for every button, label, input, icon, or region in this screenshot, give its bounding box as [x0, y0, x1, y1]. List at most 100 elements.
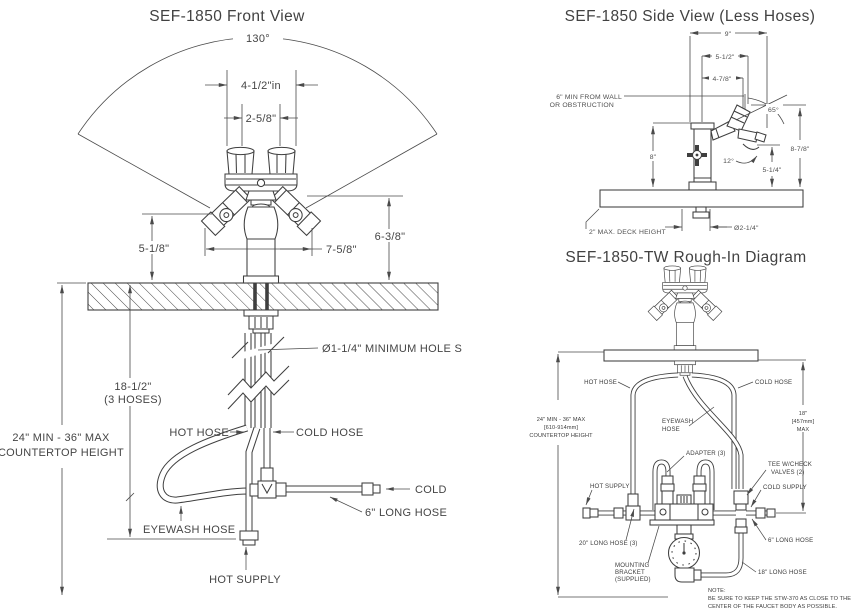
dim-9: 9" [689, 28, 768, 39]
dim-8: 8" [647, 126, 660, 187]
faucet-side [687, 104, 767, 191]
rough-cold-hose [691, 372, 737, 489]
label-cold-hose: COLD HOSE [296, 427, 364, 439]
ri-label-bracket: MOUNTING [615, 562, 649, 569]
ri-label-hot-hose: HOT HOSE [584, 379, 617, 386]
svg-text:4-1/2"in: 4-1/2"in [241, 80, 281, 92]
svg-text:COUNTERTOP HEIGHT: COUNTERTOP HEIGHT [529, 433, 593, 439]
label-six-inch-hose: 6" LONG HOSE [365, 507, 447, 519]
svg-text:6" MIN FROM WALL: 6" MIN FROM WALL [556, 94, 622, 101]
svg-text:[610-914mm]: [610-914mm] [544, 425, 578, 431]
ri-label-hose18: 18" LONG HOSE [758, 569, 807, 576]
svg-text:VALVES (2): VALVES (2) [771, 469, 804, 476]
rough-in-view: SEF-1850-TW Rough-In Diagram [529, 249, 851, 610]
svg-text:9": 9" [725, 31, 732, 38]
eyewash-hose-loop [156, 424, 249, 504]
svg-text:6-3/8": 6-3/8" [375, 231, 406, 243]
svg-text:4-7/8": 4-7/8" [712, 76, 731, 83]
svg-text:Ø1-1/4" MINIMUM HOLE S: Ø1-1/4" MINIMUM HOLE S [322, 343, 462, 355]
hole-size-callout: Ø1-1/4" MINIMUM HOLE S [257, 343, 462, 355]
rough-18-hose [700, 533, 744, 578]
svg-text:COUNTERTOP HEIGHT: COUNTERTOP HEIGHT [0, 447, 124, 459]
ri-label-hose20: 20" LONG HOSE (3) [579, 540, 638, 547]
faucet-rough-in [647, 265, 723, 351]
svg-text:BRACKET: BRACKET [615, 569, 645, 576]
front-view: SEF-1850 Front View 130° 4-1/2"in 2-5/8" [0, 8, 462, 596]
svg-text:18": 18" [799, 411, 808, 417]
dim-spray-angle: 130° [246, 33, 270, 45]
svg-text:18-1/2": 18-1/2" [114, 381, 151, 393]
svg-text:12°: 12° [723, 157, 734, 165]
svg-text:[457mm]: [457mm] [792, 419, 815, 425]
front-view-title: SEF-1850 Front View [149, 8, 305, 25]
dim-width-outer: 4-1/2"in [205, 70, 318, 146]
check-valve-tee [733, 490, 749, 505]
ri-label-cold-hose: COLD HOSE [755, 379, 792, 386]
pipe-break-lower [227, 365, 290, 410]
rough-fittings [582, 475, 776, 534]
svg-text:(SUPPLIED): (SUPPLIED) [615, 576, 651, 583]
svg-text:Ø2-1/4": Ø2-1/4" [734, 225, 759, 232]
tee-fitting-front [239, 467, 381, 546]
dim-4-78: 4-7/8" [701, 73, 744, 84]
svg-text:2" MAX. DECK HEIGHT: 2" MAX. DECK HEIGHT [589, 229, 666, 236]
dim-65deg: 65° [735, 94, 788, 125]
ri-label-adapter: ADAPTER (3) [686, 450, 726, 457]
label-hot-supply: HOT SUPPLY [209, 574, 281, 586]
dim-width-heads: 7-5/8" [204, 228, 357, 256]
ri-label-hose6: 6" LONG HOSE [768, 537, 813, 544]
svg-text:(3 HOSES): (3 HOSES) [104, 394, 162, 406]
hose-end-fitting [361, 482, 374, 496]
svg-text:CENTER OF THE FAUCET BODY AS P: CENTER OF THE FAUCET BODY AS POSSIBLE. [708, 604, 837, 610]
dim-12deg: 12° [723, 155, 758, 165]
handle-cross-side [687, 145, 707, 166]
rough-eyewash-hose [682, 375, 744, 489]
svg-text:5-1/2": 5-1/2" [715, 54, 734, 61]
aerator-side [737, 128, 759, 143]
deck-side [599, 189, 804, 219]
dim-deck-height: 2" MAX. DECK HEIGHT [585, 208, 666, 236]
faucet-front [200, 146, 322, 284]
dim-wall-clearance: 6" MIN FROM WALL OR OBSTRUCTION [550, 94, 744, 109]
temperature-gauge [667, 536, 701, 570]
pipe-break-upper [231, 336, 286, 362]
hot-supply-fitting [239, 530, 259, 541]
outlet-elbow [674, 567, 695, 583]
ri-label-cold-supply: COLD SUPPLY [763, 484, 807, 491]
adapter-u-hoses [652, 459, 715, 510]
hot-hose-line [245, 426, 261, 531]
mounting-bracket [649, 519, 715, 526]
eyewash-head-side [726, 104, 751, 132]
svg-text:5-1/4": 5-1/4" [762, 167, 781, 174]
label-cold: COLD [415, 484, 447, 496]
ri-label-eyewash: EYEWASH [662, 418, 693, 425]
dim-height-left: 5-1/8" [134, 213, 212, 280]
rough-in-title: SEF-1850-TW Rough-In Diagram [565, 249, 806, 266]
svg-text:24" MIN - 36" MAX: 24" MIN - 36" MAX [12, 432, 110, 444]
countertop-front [87, 282, 439, 311]
faucet-shank-front [243, 283, 279, 334]
ri-label-tee: TEE W/CHECK [768, 461, 812, 468]
dim-countertop-height: 24" MIN - 36" MAX COUNTERTOP HEIGHT [0, 282, 124, 596]
rough-dim-18max: 18" [457mm] MAX [758, 359, 815, 514]
dim-8-78: 8-7/8" [785, 108, 815, 187]
svg-text:8-7/8": 8-7/8" [790, 146, 809, 153]
label-eyewash-hose: EYEWASH HOSE [143, 524, 235, 536]
dim-5-14: 5-1/4" [759, 147, 786, 187]
svg-text:5-1/8": 5-1/8" [139, 243, 170, 255]
svg-text:24" MIN - 36" MAX: 24" MIN - 36" MAX [537, 417, 586, 423]
dim-width-inner: 2-5/8" [224, 104, 298, 146]
mixing-valve [649, 494, 715, 583]
dim-hose-length: 18-1/2" (3 HOSES) [104, 285, 236, 540]
dim-height-right: 6-3/8" [307, 195, 408, 280]
dim-shank-hole: Ø2-1/4" [665, 209, 759, 232]
svg-text:2-5/8": 2-5/8" [246, 113, 277, 125]
side-view-title: SEF-1850 Side View (Less Hoses) [565, 8, 816, 25]
svg-text:8": 8" [650, 154, 657, 161]
dim-5-12: 5-1/2" [701, 51, 749, 62]
svg-text:HOSE: HOSE [662, 426, 680, 433]
hose-bundle [227, 333, 290, 428]
svg-text:7-5/8": 7-5/8" [326, 244, 357, 256]
front-labels: HOT HOSE COLD HOSE EYEWASH HOSE HOT SUPP… [143, 427, 447, 586]
